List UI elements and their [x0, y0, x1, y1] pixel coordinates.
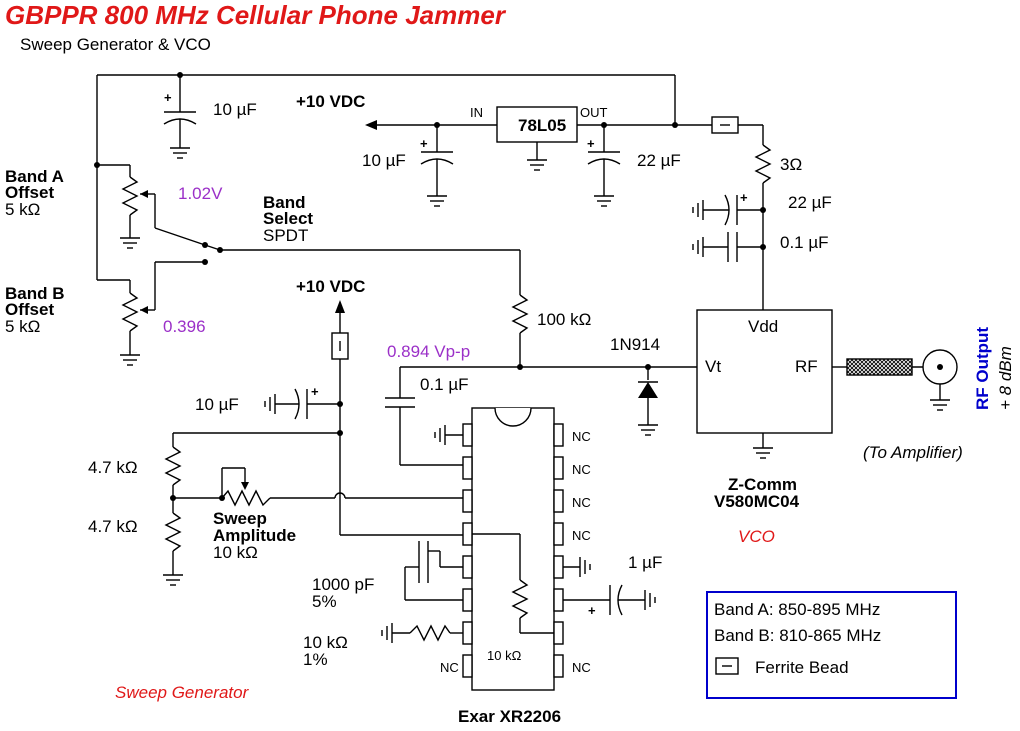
diode-1n914	[638, 367, 658, 436]
label-band-select-2: Select	[263, 209, 313, 228]
page-subtitle: Sweep Generator & VCO	[20, 35, 211, 54]
label-nc-r1: NC	[572, 429, 591, 444]
label-c-vdd-22: 22 µF	[788, 193, 832, 212]
label-vco-vdd: Vdd	[748, 317, 778, 336]
legend-band-a: Band A: 850-895 MHz	[714, 600, 880, 619]
band-a-pot	[97, 164, 206, 249]
ic-xr2206: +	[381, 407, 656, 691]
label-band-b-1: Band B	[5, 284, 65, 303]
label-vco: VCO	[738, 527, 775, 546]
label-vco-name2: V580MC04	[714, 492, 800, 511]
band-b-pot	[97, 261, 205, 366]
svg-text:+: +	[587, 136, 595, 151]
label-c-10uf-mid: 10 µF	[195, 395, 239, 414]
label-band-a-1: Band A	[5, 167, 64, 186]
svg-text:+: +	[311, 384, 319, 399]
legend-ferrite: Ferrite Bead	[755, 658, 849, 677]
vco-module	[696, 309, 833, 459]
label-rf-note: (To Amplifier)	[863, 443, 963, 462]
label-sweep-2: Amplitude	[213, 526, 296, 545]
label-c-1000pf-2: 5%	[312, 592, 337, 611]
label-c-reg-in: 10 µF	[362, 151, 406, 170]
label-band-select-3: SPDT	[263, 226, 308, 245]
label-band-select-1: Band	[263, 193, 306, 212]
label-band-b-voltage: 0.396	[163, 317, 206, 336]
label-sweep-generator: Sweep Generator	[115, 683, 250, 702]
label-band-a-voltage: 1.02V	[178, 184, 223, 203]
label-c-couple: 0.1 µF	[420, 375, 469, 394]
band-select-switch[interactable]	[202, 242, 521, 295]
label-c-reg-out: 22 µF	[637, 151, 681, 170]
label-vco-name1: Z-Comm	[728, 475, 797, 494]
legend-box	[706, 591, 957, 699]
capacitor-coupling	[385, 367, 463, 466]
svg-text:+: +	[588, 603, 596, 618]
label-vco-vt: Vt	[705, 357, 721, 376]
capacitor-top: +	[163, 75, 197, 159]
label-band-a-3: 5 kΩ	[5, 200, 40, 219]
label-r-47k-2: 4.7 kΩ	[88, 517, 138, 536]
regulator-section: + +	[365, 106, 712, 207]
svg-text:+: +	[420, 136, 428, 151]
label-rf-output: RF Output	[973, 327, 992, 410]
label-nc-r2: NC	[572, 462, 591, 477]
label-c-1000pf-1: 1000 pF	[312, 575, 374, 594]
svg-text:+: +	[740, 190, 748, 205]
label-reg-out: OUT	[580, 105, 608, 120]
label-regulator: 78L05	[518, 116, 566, 135]
label-vdc-mid: +10 VDC	[296, 277, 365, 296]
label-r-47k-1: 4.7 kΩ	[88, 458, 138, 477]
label-r-100k: 100 kΩ	[537, 310, 591, 329]
sweep-supply: +	[163, 300, 463, 586]
label-sweep-vpp: 0.894 Vp-p	[387, 342, 470, 361]
label-r-10k-2: 1%	[303, 650, 328, 669]
label-band-b-3: 5 kΩ	[5, 317, 40, 336]
label-vco-rf: RF	[795, 357, 818, 376]
legend-band-b: Band B: 810-865 MHz	[714, 626, 881, 645]
label-c-1uf: 1 µF	[628, 553, 662, 572]
label-ic-name: Exar XR2206	[458, 707, 561, 726]
label-rf-power: + 8 dBm	[996, 346, 1015, 410]
page-title: GBPPR 800 MHz Cellular Phone Jammer	[5, 0, 507, 30]
label-r-10k-1: 10 kΩ	[303, 633, 348, 652]
label-sweep-1: Sweep	[213, 509, 267, 528]
label-band-a-2: Offset	[5, 183, 54, 202]
label-reg-in: IN	[470, 105, 483, 120]
label-c-vdd-01: 0.1 µF	[780, 233, 829, 252]
label-r-10k-inner: 10 kΩ	[487, 648, 522, 663]
svg-text:+: +	[164, 90, 172, 105]
label-c-top: 10 µF	[213, 100, 257, 119]
label-vdc-top: +10 VDC	[296, 92, 365, 111]
top-rail	[94, 72, 676, 280]
label-nc-r3: NC	[572, 495, 591, 510]
label-nc-l8: NC	[440, 660, 459, 675]
label-band-b-2: Offset	[5, 300, 54, 319]
label-nc-r4: NC	[572, 528, 591, 543]
vdd-supply: +	[692, 116, 772, 310]
label-sweep-3: 10 kΩ	[213, 543, 258, 562]
label-nc-r8: NC	[572, 660, 591, 675]
label-diode: 1N914	[610, 335, 660, 354]
label-r-3ohm: 3Ω	[780, 155, 802, 174]
rf-output-connector	[832, 349, 958, 411]
